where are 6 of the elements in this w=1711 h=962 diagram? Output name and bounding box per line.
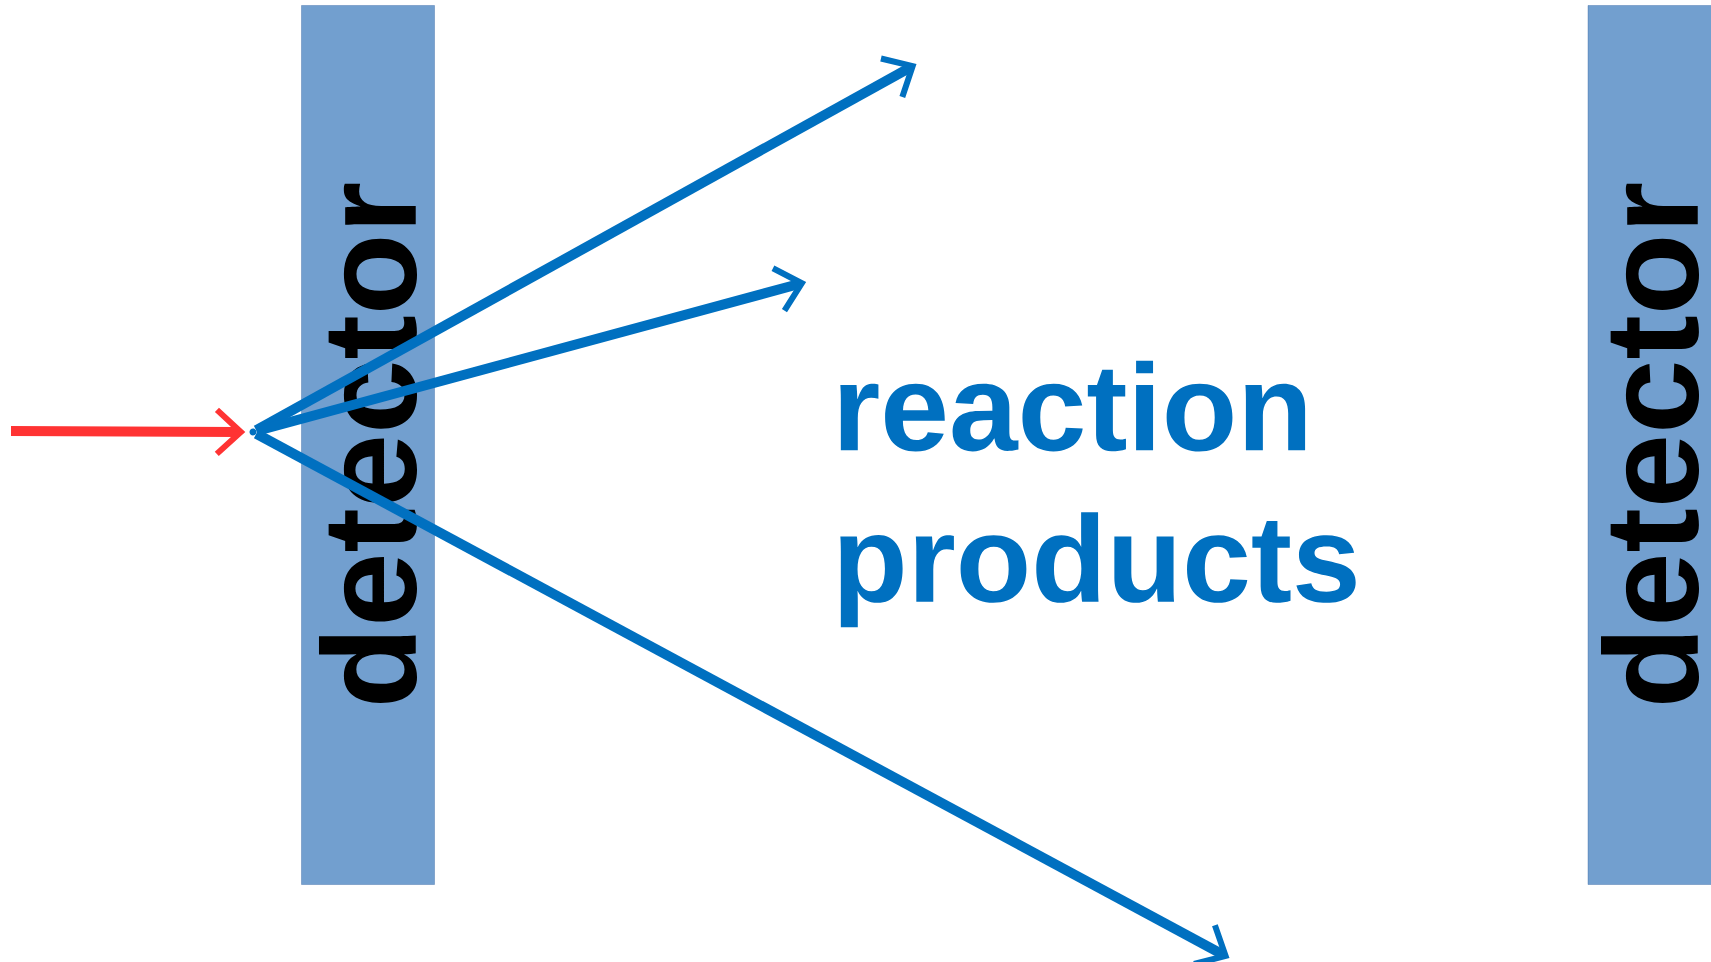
arrow	[253, 429, 1230, 962]
arrow	[10, 407, 246, 457]
arrow	[255, 265, 807, 436]
detector-bar: detector	[1587, 5, 1711, 885]
reaction-label: reaction products	[840, 360, 1356, 628]
junction-point	[249, 428, 257, 436]
